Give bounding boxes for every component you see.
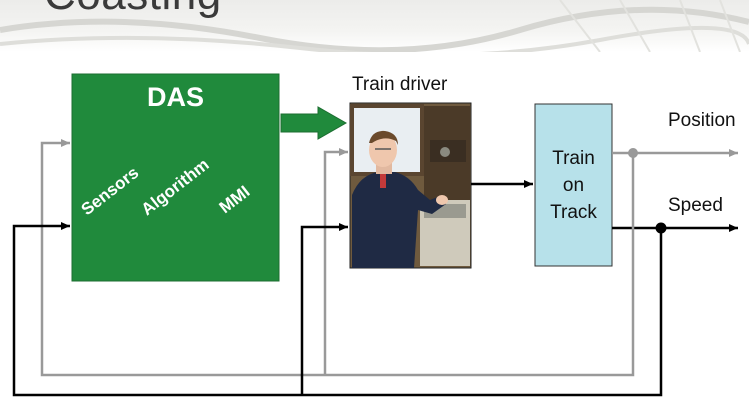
slide-title: Coasting	[44, 0, 222, 20]
train-driver-photo	[349, 102, 472, 269]
position-label: Position	[668, 110, 736, 131]
header-texture	[0, 0, 749, 52]
position-feedback-loop	[40, 139, 635, 377]
train-label-line-2: on	[562, 175, 585, 196]
train-on-track-block	[534, 103, 613, 267]
train-on-track-label: Train on Track	[535, 145, 612, 226]
das-title: DAS	[146, 82, 204, 112]
train-label-line-3: Track	[550, 202, 597, 223]
train-label-line-1: Train	[552, 148, 595, 169]
train-driver-label: Train driver	[352, 74, 448, 95]
speed-feedback-loop	[12, 222, 663, 397]
das-block	[71, 73, 280, 282]
position-feedback-to-driver	[323, 148, 348, 375]
slide-header: Coasting	[0, 0, 749, 52]
das-to-driver-arrow	[280, 106, 348, 140]
speed-feedback-to-driver	[300, 223, 348, 395]
speed-label: Speed	[668, 195, 723, 216]
